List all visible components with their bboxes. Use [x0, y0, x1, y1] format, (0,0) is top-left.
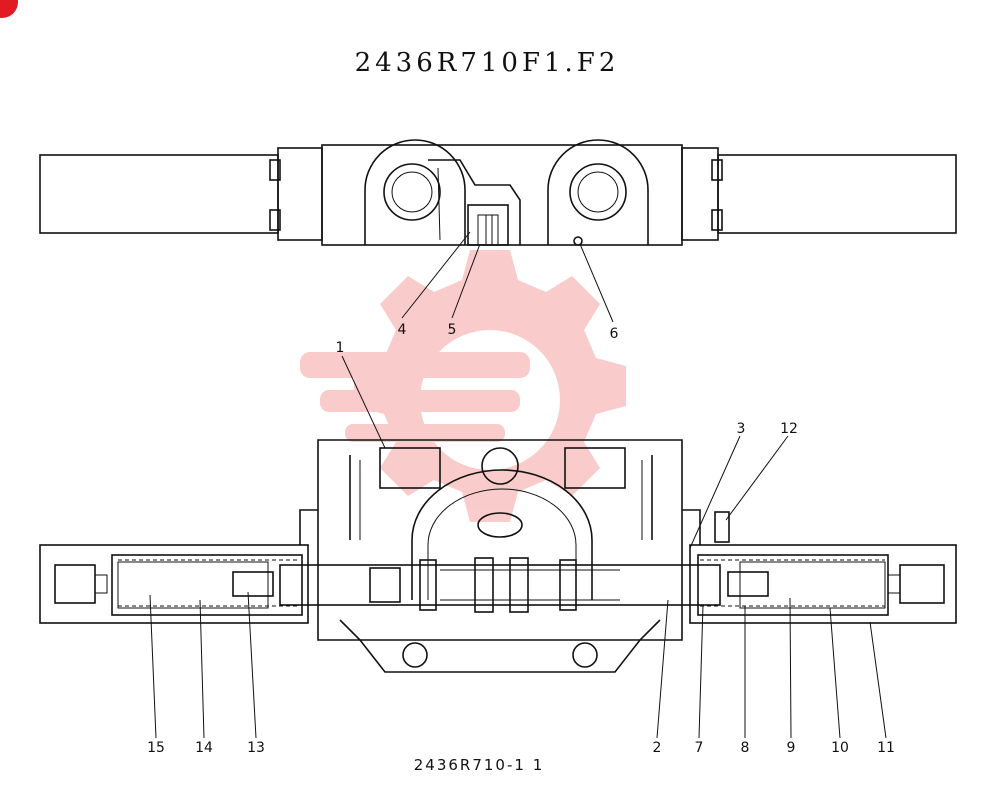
leader-lines — [149, 231, 887, 739]
callout-7: 7 — [695, 740, 704, 756]
callout-4: 4 — [398, 322, 407, 338]
callout-1: 1 — [336, 340, 345, 356]
callout-13: 13 — [247, 740, 265, 756]
section-view — [39, 439, 957, 673]
callout-2: 2 — [653, 740, 662, 756]
callout-9: 9 — [787, 740, 796, 756]
drawing-subtitle: 2436R710-1 1 — [414, 756, 545, 774]
callout-14: 14 — [195, 740, 213, 756]
callout-15: 15 — [147, 740, 165, 756]
callout-3: 3 — [737, 421, 746, 437]
drawing-title: 2436R710F1.F2 — [355, 48, 620, 78]
watermark-logo — [300, 250, 626, 522]
callout-numbers: 1 2 3 4 5 6 7 8 9 10 11 12 13 14 15 — [147, 322, 895, 756]
corner-badge — [0, 0, 18, 18]
spool-lands — [369, 557, 620, 613]
callout-11: 11 — [877, 740, 895, 756]
callout-5: 5 — [448, 322, 457, 338]
callout-6: 6 — [610, 326, 619, 342]
callout-12: 12 — [780, 421, 798, 437]
callout-8: 8 — [741, 740, 750, 756]
top-view — [39, 139, 957, 246]
callout-10: 10 — [831, 740, 849, 756]
